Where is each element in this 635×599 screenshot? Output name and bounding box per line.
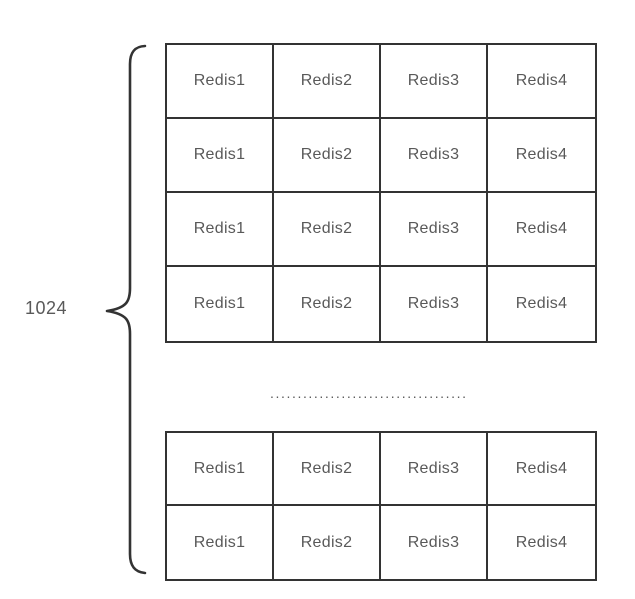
grid-cell: Redis3: [381, 193, 488, 267]
grid-cell: Redis4: [488, 267, 595, 341]
grid-cell: Redis2: [274, 433, 381, 506]
grid-cell: Redis1: [167, 119, 274, 193]
grid-cell: Redis3: [381, 45, 488, 119]
grid-cell: Redis3: [381, 433, 488, 506]
grid-cell: Redis3: [381, 506, 488, 579]
grid-cell: Redis1: [167, 193, 274, 267]
redis-grid-bottom: Redis1 Redis2 Redis3 Redis4 Redis1 Redis…: [165, 431, 597, 581]
grid-cell: Redis1: [167, 433, 274, 506]
redis-grid-top: Redis1 Redis2 Redis3 Redis4 Redis1 Redis…: [165, 43, 597, 343]
ellipsis-separator: ....................................: [270, 385, 468, 401]
grid-cell: Redis3: [381, 267, 488, 341]
scale-label: 1024: [24, 298, 68, 318]
grid-cell: Redis2: [274, 506, 381, 579]
grid-cell: Redis3: [381, 119, 488, 193]
grid-cell: Redis1: [167, 267, 274, 341]
grid-cell: Redis4: [488, 193, 595, 267]
grid-cell: Redis4: [488, 433, 595, 506]
grid-cell: Redis1: [167, 506, 274, 579]
grid-cell: Redis1: [167, 45, 274, 119]
grid-cell: Redis2: [274, 45, 381, 119]
grid-cell: Redis4: [488, 119, 595, 193]
grid-cell: Redis2: [274, 119, 381, 193]
grid-cell: Redis2: [274, 193, 381, 267]
grid-cell: Redis4: [488, 506, 595, 579]
grid-cell: Redis2: [274, 267, 381, 341]
grid-cell: Redis4: [488, 45, 595, 119]
